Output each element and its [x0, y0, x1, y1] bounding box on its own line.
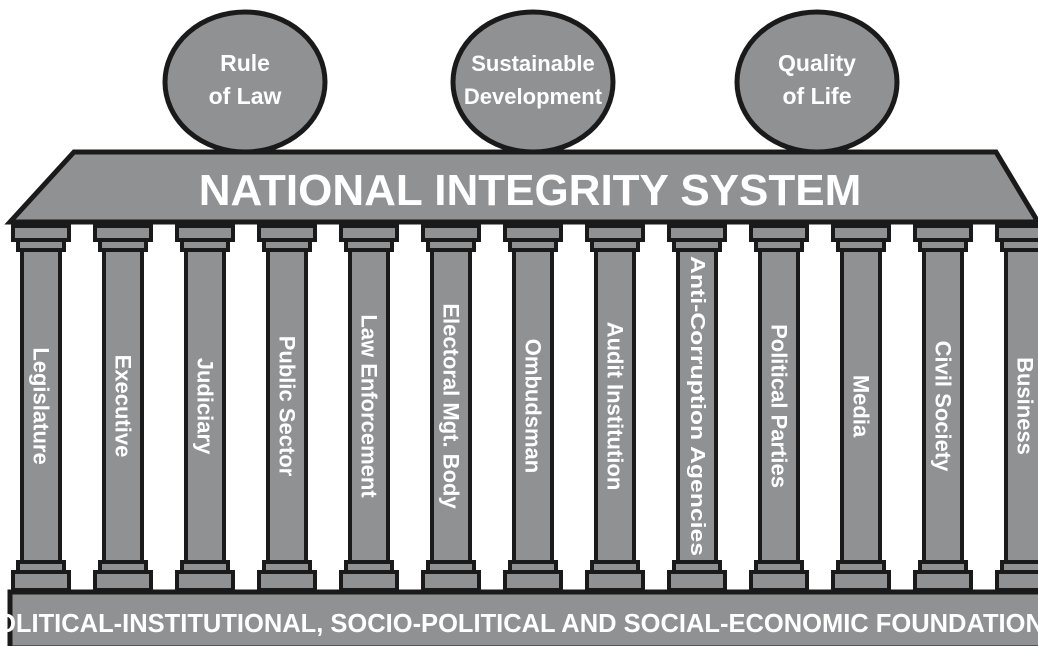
pillar-legislature: Legislature [11, 224, 71, 592]
pillar-label: Anti-Corruption Agencies [686, 256, 708, 556]
foundation-text: POLITICAL-INSTITUTIONAL, SOCIO-POLITICAL… [0, 610, 1038, 638]
pillars: Legislature Executive Judiciary Public Sect… [11, 224, 1038, 592]
goal-quality-of-life: Quality of Life [734, 9, 900, 155]
pillar-label: Legislature [29, 347, 54, 464]
goal-quality-of-life-line1: Quality [778, 50, 856, 76]
pillar-label: Law Enforcement [357, 314, 382, 498]
pillar-judiciary: Judiciary [175, 224, 235, 592]
pillar-electoral-mgt-body: Electoral Mgt. Body [421, 224, 481, 592]
pillar-label: Executive [111, 355, 136, 458]
roof-title: NATIONAL INTEGRITY SYSTEM [199, 166, 862, 215]
pillar-political-parties: Political Parties [749, 224, 809, 592]
goal-rule-of-law-line2: of Law [209, 83, 282, 109]
pillar-executive: Executive [93, 224, 153, 592]
roof: NATIONAL INTEGRITY SYSTEM [4, 149, 1038, 225]
pillar-label: Civil Society [931, 341, 956, 473]
goal-sustainable-development-line2: Development [464, 84, 603, 109]
pillar-anti-corruption-agencies: Anti-Corruption Agencies [667, 224, 727, 592]
foundation: POLITICAL-INSTITUTIONAL, SOCIO-POLITICAL… [0, 589, 1038, 646]
pillar-label: Audit Institution [603, 322, 628, 491]
pillar-civil-society: Civil Society [913, 224, 973, 592]
goal-rule-of-law-line1: Rule [220, 50, 270, 76]
goal-sustainable-development: Sustainable Development [450, 9, 616, 155]
pillar-media: Media [831, 224, 891, 592]
pillar-label: Public Sector [275, 336, 300, 477]
pillar-ombudsman: Ombudsman [503, 224, 563, 592]
pillar-public-sector: Public Sector [257, 224, 317, 592]
goal-rule-of-law: Rule of Law [162, 9, 328, 155]
goal-sustainable-development-line1: Sustainable [471, 51, 594, 76]
pillar-label: Political Parties [767, 324, 792, 488]
pillar-label: Ombudsman [521, 339, 546, 473]
pillar-label: Media [849, 375, 874, 438]
pillar-label: Judiciary [193, 358, 218, 455]
pillar-business: Business [995, 224, 1038, 592]
goal-quality-of-life-line2: of Life [783, 83, 852, 109]
pillar-label: Business [1013, 357, 1038, 455]
pillar-law-enforcement: Law Enforcement [339, 224, 399, 592]
pillar-label: Electoral Mgt. Body [439, 303, 464, 509]
pillar-audit-institution: Audit Institution [585, 224, 645, 592]
